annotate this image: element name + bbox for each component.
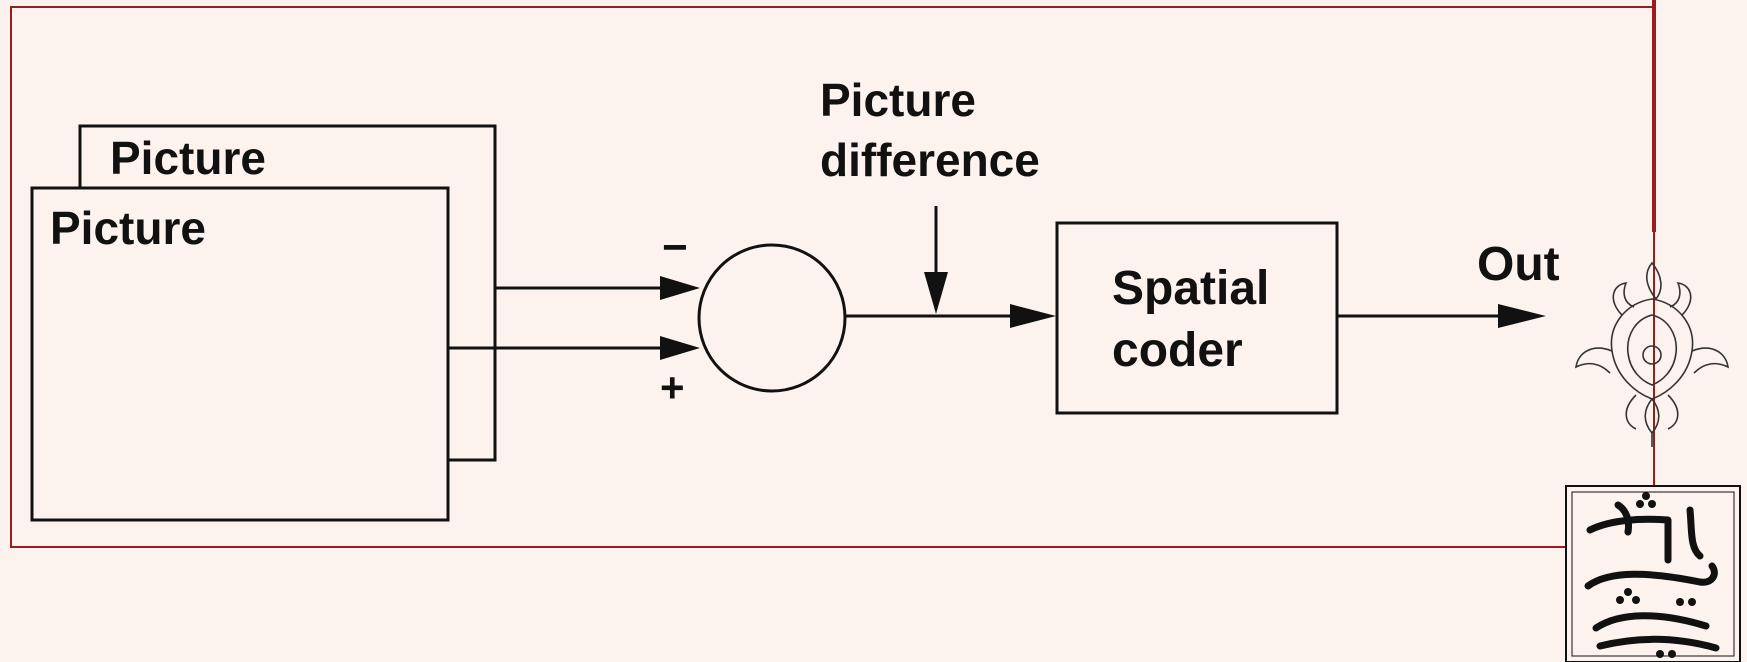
arrow-minus-input <box>660 276 700 300</box>
arrow-plus-input <box>660 336 700 360</box>
slide-frame <box>10 6 1655 548</box>
ornament-icon <box>1574 261 1730 447</box>
difference-pointer-arrow <box>924 272 948 314</box>
difference-label-line2: difference <box>820 134 1040 186</box>
picture-front-label: Picture <box>50 202 206 254</box>
plus-sign: + <box>660 364 685 411</box>
out-label: Out <box>1477 238 1560 291</box>
arrow-out <box>1498 304 1546 328</box>
spatial-coder-box <box>1055 221 1339 415</box>
university-logo <box>1565 485 1741 662</box>
minus-sign: − <box>662 223 688 272</box>
arrow-into-coder <box>1010 304 1056 328</box>
picture-front-box <box>30 186 450 522</box>
coder-label-line1: Spatial <box>1112 262 1269 315</box>
picture-back-label: Picture <box>110 132 266 184</box>
difference-label-line1: Picture <box>820 74 976 126</box>
subtractor-circle <box>697 243 847 393</box>
coder-label-line2: coder <box>1112 324 1243 377</box>
